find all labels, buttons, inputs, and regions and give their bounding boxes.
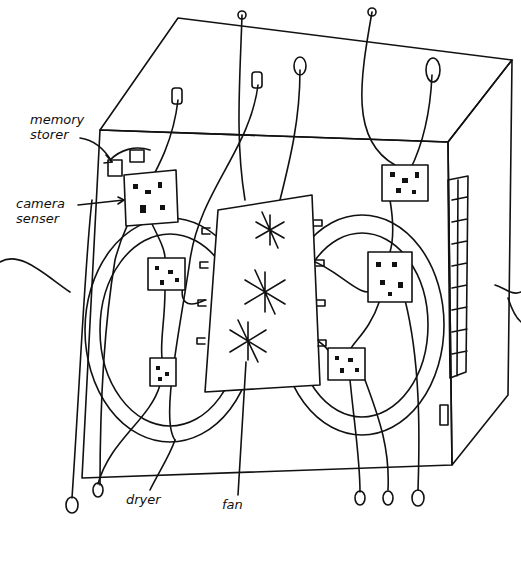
chip	[412, 190, 416, 194]
chip	[155, 266, 159, 270]
chip	[355, 368, 359, 372]
vent-grille	[448, 176, 468, 378]
wire-plug	[172, 88, 182, 104]
circuit-board	[382, 165, 428, 201]
background-curve	[508, 298, 521, 322]
background-curve	[495, 285, 521, 293]
chip	[145, 190, 151, 194]
chip	[160, 205, 165, 210]
callout-label: camera senser	[16, 196, 78, 226]
wire	[239, 15, 245, 200]
chip	[165, 372, 169, 376]
chip	[175, 278, 179, 282]
chip	[168, 270, 173, 274]
chip	[388, 292, 392, 296]
chip	[335, 356, 339, 360]
circuit-board	[150, 358, 176, 386]
chip	[376, 262, 381, 267]
foot	[383, 491, 393, 505]
chip	[402, 178, 408, 183]
circuit-boards	[108, 150, 428, 386]
leader-line	[238, 362, 246, 495]
fan-blades	[256, 212, 284, 248]
wire-end	[368, 8, 376, 16]
panel-tab	[197, 220, 326, 346]
callout-label: dryer	[126, 492, 186, 507]
foot	[355, 491, 365, 505]
wire-end	[238, 11, 246, 19]
chip	[398, 282, 403, 288]
wire	[410, 75, 432, 170]
leader-line	[80, 138, 112, 162]
chip	[390, 172, 395, 177]
wire-plug	[294, 57, 306, 75]
chip	[380, 280, 385, 285]
leader-arrowhead	[104, 155, 124, 204]
foot	[66, 497, 78, 513]
chip	[158, 377, 162, 381]
circuit-board	[328, 348, 365, 380]
callout-label: memory storer	[30, 112, 92, 142]
memory-chip	[130, 150, 144, 162]
circuit-board	[368, 252, 412, 302]
wire-plug	[426, 58, 440, 82]
chip	[160, 280, 164, 285]
chip	[348, 358, 353, 362]
wire	[280, 70, 300, 200]
wire-plug	[252, 72, 262, 88]
chip	[158, 182, 162, 188]
fan-panel	[205, 195, 320, 392]
chip	[340, 368, 344, 373]
fan-blades	[230, 320, 266, 362]
circuit-board	[124, 170, 178, 226]
leader-line	[78, 200, 124, 205]
chip	[140, 205, 146, 213]
chip	[133, 184, 138, 189]
foot	[412, 490, 424, 506]
fan-blades	[245, 270, 285, 314]
callout-label: fan	[222, 497, 262, 512]
chip	[392, 262, 397, 267]
chip	[156, 366, 160, 370]
circuit-board	[148, 258, 185, 290]
cabinet-side	[448, 60, 512, 465]
cabinet-front	[82, 130, 452, 478]
board-chips	[133, 172, 419, 381]
foot	[93, 483, 103, 497]
leader-line	[150, 440, 175, 490]
switch	[440, 405, 448, 425]
background-curve	[0, 259, 70, 292]
chip	[396, 188, 401, 193]
chip	[415, 172, 419, 178]
wire	[362, 12, 395, 165]
cabinet-top	[100, 18, 512, 142]
